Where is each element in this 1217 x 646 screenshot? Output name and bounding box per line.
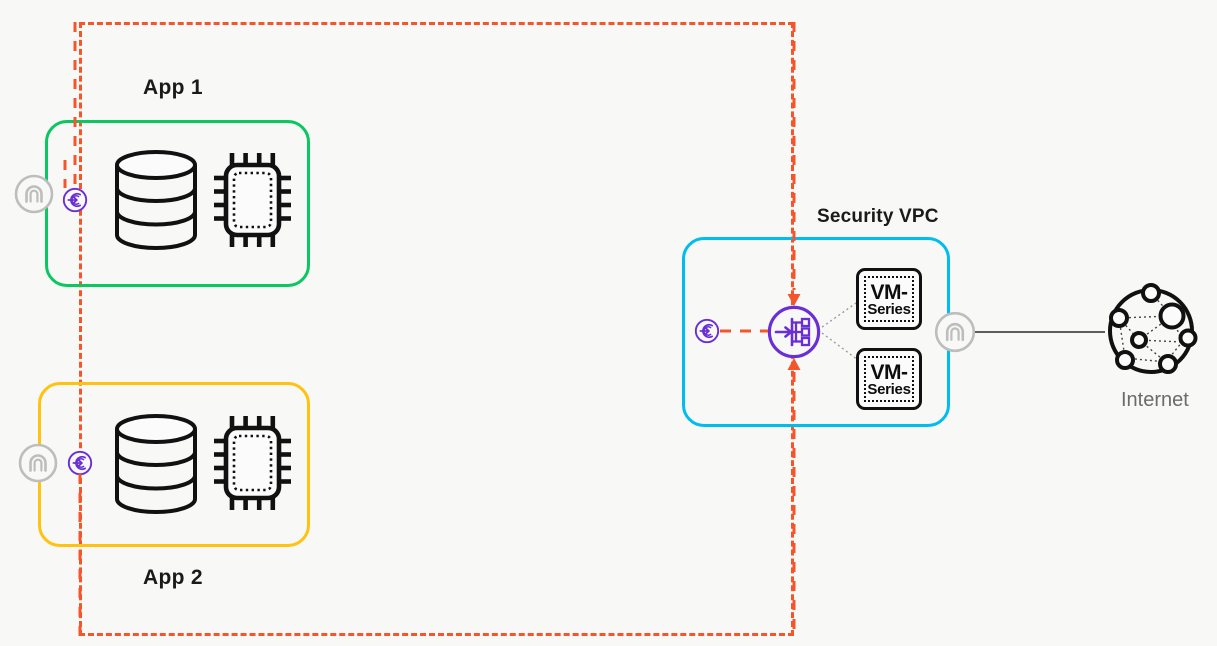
load-balancer-icon xyxy=(766,304,822,360)
security-vpc-endpoint-icon xyxy=(694,318,720,344)
firewall-vm-series-2-line1: VM- xyxy=(870,360,909,384)
firewall-vm-series-2: VM- Series xyxy=(856,348,922,410)
app2-endpoint-icon xyxy=(67,450,93,476)
app1-endpoint-stub xyxy=(63,160,67,188)
vpc-endpoint-to-lb-flow xyxy=(720,329,768,333)
gateway-internet-link xyxy=(975,331,1105,333)
app1-database-icon xyxy=(110,148,202,252)
firewall-vm-series-1-inner: VM- Series xyxy=(864,276,914,322)
app1-endpoint-icon xyxy=(62,187,88,213)
internet-globe-icon xyxy=(1100,280,1202,382)
app2-database-icon xyxy=(110,412,202,516)
firewall-vm-series-2-line2: Series xyxy=(867,380,911,398)
app2-cpu-chip-icon xyxy=(212,413,294,513)
security-vpc-title: Security VPC xyxy=(817,206,939,227)
app1-gateway-icon xyxy=(14,174,54,214)
app1-traffic-flow xyxy=(73,22,77,190)
app2-traffic-flow xyxy=(78,474,82,636)
inbound-flow-arrow xyxy=(787,22,801,306)
app1-title: App 1 xyxy=(143,76,203,99)
firewall-vm-series-2-inner: VM- Series xyxy=(864,356,914,402)
security-vpc-gateway-icon xyxy=(934,311,976,353)
outbound-flow-arrow xyxy=(787,358,801,638)
app2-title: App 2 xyxy=(143,566,203,589)
internet-label: Internet xyxy=(1121,389,1189,411)
app2-gateway-icon xyxy=(18,443,58,483)
firewall-vm-series-1-line2: Series xyxy=(867,300,911,318)
firewall-vm-series-1: VM- Series xyxy=(856,268,922,330)
app1-cpu-chip-icon xyxy=(212,150,294,250)
firewall-vm-series-1-line1: VM- xyxy=(870,280,909,304)
